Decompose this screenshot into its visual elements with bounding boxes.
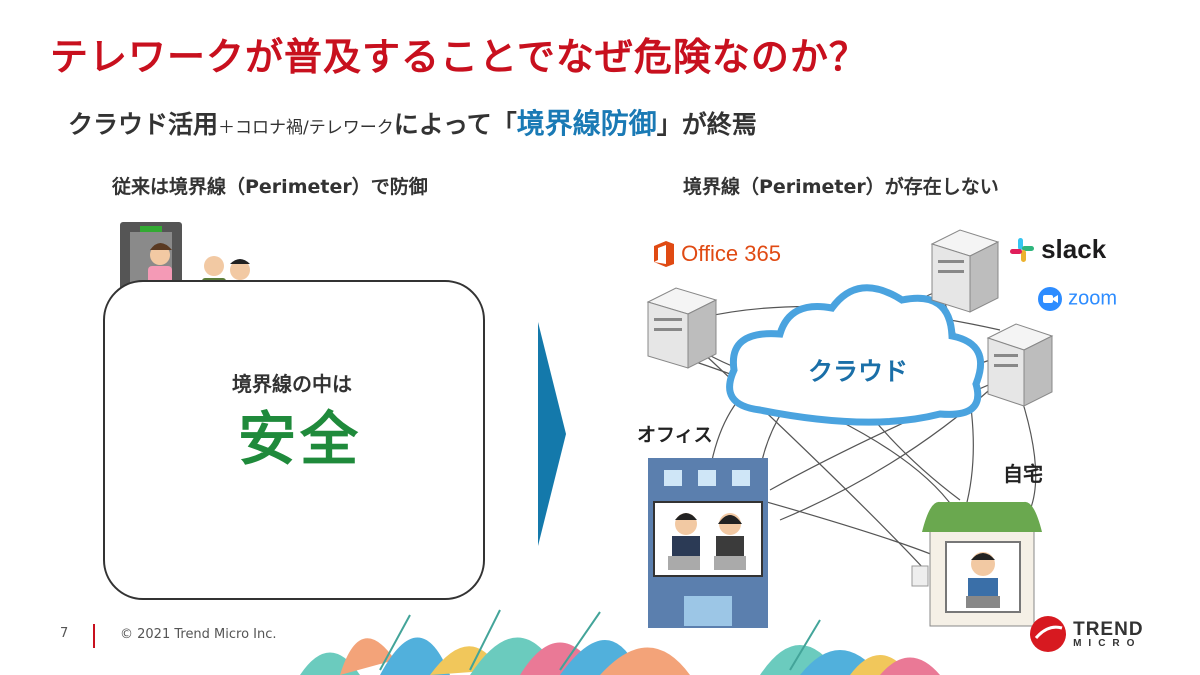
copyright-text: © 2021 Trend Micro Inc.	[120, 627, 277, 642]
server-top-right	[930, 229, 1000, 313]
subtitle-part-1: クラウド活用	[68, 110, 219, 139]
server-right	[986, 323, 1054, 407]
slide-title: テレワークが普及することでなぜ危険なのか？	[50, 35, 868, 79]
slack-logo: slack	[1008, 234, 1106, 265]
transition-arrow	[538, 322, 566, 546]
server-left	[646, 287, 718, 369]
zoom-logo: zoom	[1037, 286, 1117, 312]
left-panel-heading: 従来は境界線（Perimeter）で防御	[112, 176, 428, 198]
slide-subtitle: クラウド活用＋コロナ禍/テレワークによって「境界線防御」が終焉	[68, 102, 757, 142]
trend-micro-logo: TREND MICRO	[1028, 614, 1144, 654]
subtitle-highlight: 境界線防御	[516, 107, 657, 140]
slack-icon	[1010, 237, 1034, 262]
inside-perimeter-label: 境界線の中は	[232, 372, 352, 396]
office-label: オフィス	[637, 424, 713, 446]
cloud-label: クラウド	[808, 357, 909, 386]
office365-text: Office 365	[681, 241, 781, 266]
page-number: 7	[60, 626, 69, 641]
safe-label: 安全	[238, 405, 363, 473]
office365-logo: Office 365	[652, 240, 781, 268]
trend-micro-logo-top: TREND	[1073, 618, 1144, 640]
office365-icon	[654, 241, 674, 267]
trend-micro-icon	[1030, 616, 1066, 652]
subtitle-part-2: ＋コロナ禍/テレワーク	[218, 118, 394, 138]
foliage-decoration	[300, 609, 940, 675]
subtitle-part-3: によって「	[393, 110, 517, 139]
subtitle-part-4: 」が終焉	[656, 110, 757, 139]
home-label: 自宅	[1003, 462, 1043, 486]
home-house	[911, 501, 1042, 627]
footer-divider	[93, 624, 95, 648]
trend-micro-logo-bottom: MICRO	[1073, 637, 1142, 649]
cloud-shape	[726, 284, 984, 426]
perimeter-box	[103, 280, 485, 600]
slack-text: slack	[1041, 234, 1107, 264]
zoom-icon	[1038, 287, 1062, 311]
right-panel-heading: 境界線（Perimeter）が存在しない	[683, 176, 999, 198]
zoom-text: zoom	[1068, 287, 1117, 310]
office-building	[648, 458, 768, 628]
